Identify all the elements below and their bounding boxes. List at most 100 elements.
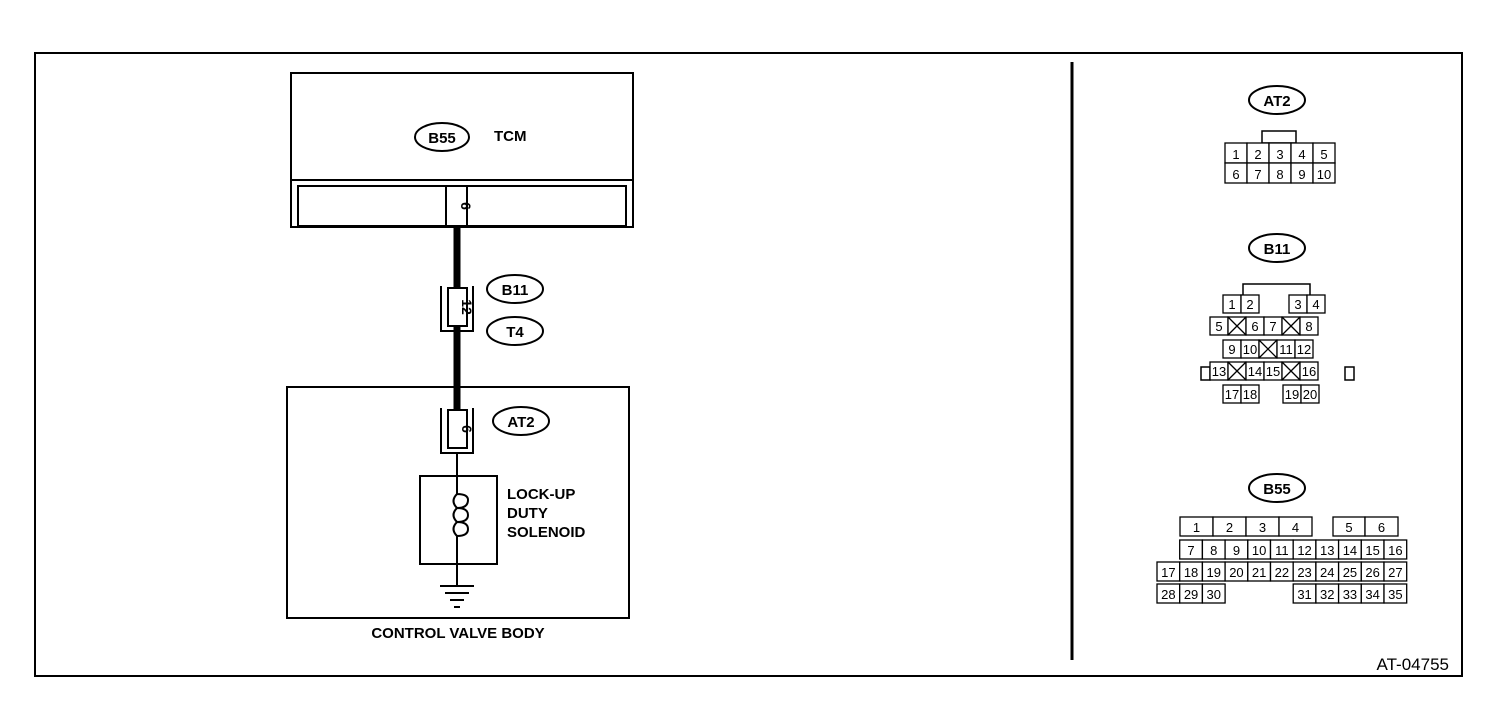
pin-cell <box>1294 339 1314 359</box>
pin-cell <box>1306 294 1326 314</box>
b11-pin-19: 19 <box>1285 387 1299 402</box>
b55-pin-14: 14 <box>1343 543 1357 558</box>
tcm-unit: 6 B55 TCM <box>290 72 634 228</box>
b11-label: B11 <box>502 282 529 299</box>
at2-pin-6: 6 <box>1232 167 1239 182</box>
pin-cell <box>1278 516 1313 537</box>
solenoid-label-line1: LOCK-UP <box>507 486 575 503</box>
b55-pin-4: 4 <box>1292 520 1299 535</box>
b11-pin-7: 7 <box>1269 319 1276 334</box>
b55-pin-5: 5 <box>1345 520 1352 535</box>
diagram-border <box>34 52 1463 677</box>
pin-cell <box>1383 561 1408 582</box>
pin-cell <box>1300 384 1320 404</box>
at2-pin-9: 9 <box>1298 167 1305 182</box>
blank-cavity-cross <box>1227 316 1247 336</box>
b11-pin-14: 14 <box>1248 364 1262 379</box>
blank-cavity-cross <box>1258 339 1278 359</box>
b55-pin-35: 35 <box>1388 587 1402 602</box>
b55-pin-27: 27 <box>1388 565 1402 580</box>
pin-cell <box>1299 316 1319 336</box>
b55-pin-12: 12 <box>1297 543 1311 558</box>
figure-id: AT-04755 <box>1377 655 1449 674</box>
tcm-pin-cell <box>445 185 468 227</box>
at2-face-badge <box>1248 85 1306 115</box>
b11-pin-4: 4 <box>1312 297 1319 312</box>
pin-cell <box>1364 516 1399 537</box>
b55-pin-25: 25 <box>1343 565 1357 580</box>
tcm-label: TCM <box>494 128 527 145</box>
b55-face-label: B55 <box>1263 481 1291 498</box>
pin-cell <box>1383 539 1408 560</box>
b55-pin-6: 6 <box>1378 520 1385 535</box>
tcm-connector-id: B55 <box>428 130 456 147</box>
b11-pin-10: 10 <box>1243 342 1257 357</box>
b11-pin-2: 2 <box>1246 297 1253 312</box>
at2-pin-5: 5 <box>1320 147 1327 162</box>
b55-pin-19: 19 <box>1207 565 1221 580</box>
b11-pin-20: 20 <box>1303 387 1317 402</box>
control-valve-body: 6 AT2 LOCK-UP DUTY SOLENOID <box>286 386 630 619</box>
at2-pin-3: 3 <box>1276 147 1283 162</box>
b11-left-tab <box>1200 366 1211 381</box>
at2-pin-1: 1 <box>1232 147 1239 162</box>
b55-pin-13: 13 <box>1320 543 1334 558</box>
b11-face-badge <box>1248 233 1306 263</box>
b11-pin-18: 18 <box>1243 387 1257 402</box>
b55-pin-28: 28 <box>1161 587 1175 602</box>
at2-pin-2: 2 <box>1254 147 1261 162</box>
pin-cell <box>1383 583 1408 604</box>
at2-latch <box>1261 130 1297 144</box>
b11-pin-6: 6 <box>1251 319 1258 334</box>
b55-pin-33: 33 <box>1343 587 1357 602</box>
at2-circuit-badge <box>492 406 550 436</box>
b11-latch <box>1242 283 1311 295</box>
harness-pin-number: 12 <box>459 299 475 315</box>
solenoid-label-line2: DUTY <box>507 505 548 522</box>
pin-cell <box>1240 384 1260 404</box>
b11-pin-17: 17 <box>1225 387 1239 402</box>
at2-pin-8: 8 <box>1276 167 1283 182</box>
at2-pin-number: 6 <box>459 425 475 433</box>
b55-pin-3: 3 <box>1259 520 1266 535</box>
control-valve-body-label: CONTROL VALVE BODY <box>371 625 544 642</box>
b55-pin-7: 7 <box>1187 543 1194 558</box>
solenoid-box <box>419 475 498 565</box>
at2-pin-10: 10 <box>1317 167 1331 182</box>
blank-cavity-cross <box>1227 361 1247 381</box>
b55-pin-34: 34 <box>1365 587 1379 602</box>
b55-pin-26: 26 <box>1365 565 1379 580</box>
at2-pin-4: 4 <box>1298 147 1305 162</box>
b11-pin-11: 11 <box>1279 342 1293 357</box>
b55-pin-9: 9 <box>1233 543 1240 558</box>
at2-face-label: AT2 <box>1263 93 1290 110</box>
b11-pin-13: 13 <box>1212 364 1226 379</box>
b55-pin-2: 2 <box>1226 520 1233 535</box>
b55-pin-17: 17 <box>1161 565 1175 580</box>
b11-pin-15: 15 <box>1266 364 1280 379</box>
b55-pin-21: 21 <box>1252 565 1266 580</box>
pin-cell <box>1201 583 1226 604</box>
b11-right-tab <box>1344 366 1355 381</box>
b55-pin-18: 18 <box>1184 565 1198 580</box>
pin-cell <box>1312 162 1336 184</box>
b11-face-label: B11 <box>1264 241 1291 258</box>
solenoid-coil-icon <box>452 478 470 564</box>
tcm-connector-badge <box>414 122 470 152</box>
b55-pin-31: 31 <box>1297 587 1311 602</box>
t4-badge <box>486 316 544 346</box>
at2-pin-7: 7 <box>1254 167 1261 182</box>
b55-pin-23: 23 <box>1297 565 1311 580</box>
at2-circuit-label: AT2 <box>507 414 534 431</box>
tcm-pin-number: 6 <box>458 202 474 210</box>
b55-face-badge <box>1248 473 1306 503</box>
solenoid-label-line3: SOLENOID <box>507 524 586 541</box>
b11-pin-12: 12 <box>1297 342 1311 357</box>
blank-cavity-cross <box>1281 316 1301 336</box>
b55-pin-1: 1 <box>1193 520 1200 535</box>
b55-pin-20: 20 <box>1229 565 1243 580</box>
